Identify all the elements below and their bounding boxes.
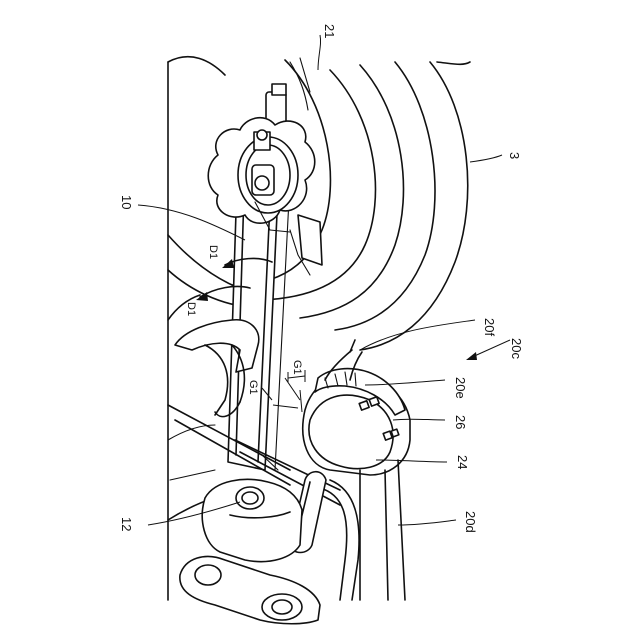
- label-d1-lower: D1: [185, 302, 197, 316]
- label-24: 24: [455, 455, 470, 469]
- label-20c: 20c: [509, 338, 524, 359]
- label-g1-upper: G1: [291, 360, 303, 375]
- knob-assembly: [208, 84, 315, 232]
- label-10: 10: [119, 195, 134, 209]
- label-26: 26: [453, 415, 468, 429]
- lower-support: [320, 460, 405, 600]
- label-3: 3: [507, 152, 522, 159]
- label-12: 12: [119, 517, 134, 531]
- label-20d: 20d: [463, 511, 478, 533]
- ref-20c-arrow: [466, 340, 510, 360]
- label-g1-lower: G1: [247, 380, 259, 395]
- foot-bracket: [180, 556, 320, 623]
- bolt-12: [202, 479, 302, 561]
- label-20e: 20e: [453, 377, 468, 399]
- label-d1-upper: D1: [207, 245, 219, 259]
- tank-assembly: [303, 340, 410, 475]
- label-21: 21: [322, 24, 337, 38]
- label-20f: 20f: [482, 318, 497, 336]
